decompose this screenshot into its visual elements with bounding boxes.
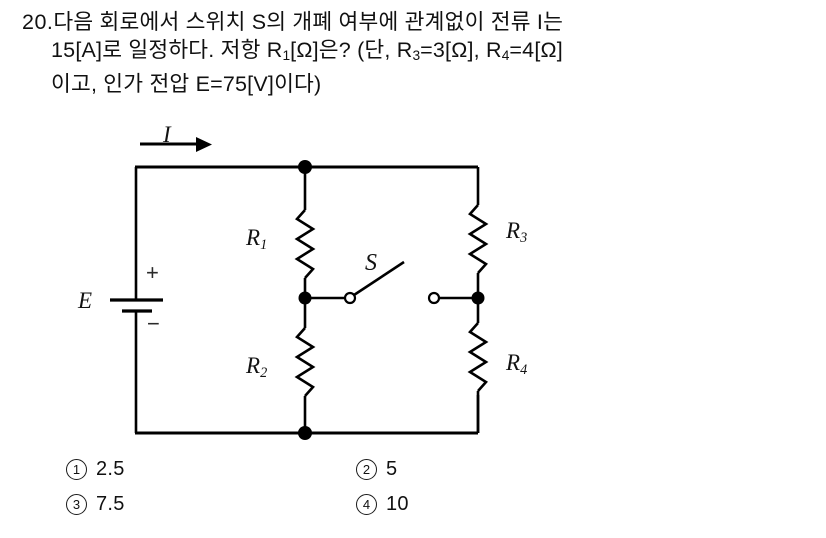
answer-options-row-2: 3 7.5 4 10 — [66, 493, 666, 528]
polarity-plus-label: + — [146, 260, 159, 285]
question-line-1-text: 다음 회로에서 스위치 S의 개폐 여부에 관계없이 전류 I는 — [53, 10, 564, 34]
resistor-label-r4-letter: R — [506, 350, 521, 375]
battery-symbol-icon — [110, 298, 163, 313]
junction-dot-bottom-middle — [298, 426, 312, 440]
resistor-label-r4-subscript: 4 — [520, 361, 528, 378]
switch-left-terminal-icon — [343, 291, 357, 305]
question-line-2-part-a: 15[A]로 일정하다. 저항 R — [51, 38, 283, 62]
resistor-label-r4: R4 — [506, 350, 527, 379]
answer-option-1-marker: 1 — [66, 459, 87, 480]
question-number: 20. — [22, 10, 54, 34]
answer-option-2-text: 5 — [386, 458, 398, 480]
question-line-2-part-d: =4[Ω] — [509, 38, 563, 62]
polarity-minus-label: − — [147, 311, 160, 336]
answer-option-4[interactable]: 4 10 — [356, 493, 409, 516]
answer-option-3-marker: 3 — [66, 494, 87, 515]
resistor-r1-symbol — [294, 209, 316, 279]
resistor-label-r3: R3 — [506, 218, 527, 247]
question-block: 20.다음 회로에서 스위치 S의 개폐 여부에 관계없이 전류 I는 15[A… — [22, 8, 812, 98]
question-line-1: 20.다음 회로에서 스위치 S의 개폐 여부에 관계없이 전류 I는 — [22, 8, 812, 36]
answer-options-row-1: 1 2.5 2 5 — [66, 458, 666, 493]
question-line-2-part-b: [Ω]은? (단, R — [290, 38, 413, 62]
answer-option-1-text: 2.5 — [96, 458, 125, 480]
subscript-r3: 3 — [412, 48, 421, 64]
resistor-r3-symbol — [467, 204, 489, 274]
resistor-label-r2-letter: R — [246, 353, 261, 378]
circuit-schematic-svg — [110, 137, 489, 440]
answer-option-3[interactable]: 3 7.5 — [66, 493, 125, 516]
resistor-label-r3-subscript: 3 — [520, 229, 528, 246]
answer-option-4-text: 10 — [386, 493, 409, 515]
resistor-label-r1: R1 — [246, 225, 267, 254]
answer-option-1[interactable]: 1 2.5 — [66, 458, 125, 481]
resistor-label-r3-letter: R — [506, 218, 521, 243]
junction-dot-middle-right — [471, 291, 485, 305]
answer-option-2[interactable]: 2 5 — [356, 458, 397, 481]
subscript-r1: 1 — [282, 48, 291, 64]
resistor-r2-symbol — [294, 327, 316, 397]
junction-dot-middle-left — [298, 291, 312, 305]
resistor-label-r1-letter: R — [246, 225, 261, 250]
resistor-label-r2: R2 — [246, 353, 267, 382]
switch-label-S: S — [365, 250, 377, 276]
question-line-3: 이고, 인가 전압 E=75[V]이다) — [51, 72, 322, 97]
answer-options: 1 2.5 2 5 3 7.5 4 10 — [66, 458, 666, 528]
answer-option-3-text: 7.5 — [96, 493, 125, 515]
subscript-r4: 4 — [501, 48, 510, 64]
resistor-label-r2-subscript: 2 — [260, 364, 268, 381]
resistor-label-r1-subscript: 1 — [260, 236, 268, 253]
junction-dot-top-middle — [298, 160, 312, 174]
source-label-E: E — [78, 288, 93, 313]
current-arrow-icon — [140, 137, 212, 152]
answer-option-2-marker: 2 — [356, 459, 377, 480]
current-label: I — [163, 122, 171, 147]
resistor-r4-symbol — [467, 322, 489, 392]
question-line-2: 15[A]로 일정하다. 저항 R1[Ω]은? (단, R3=3[Ω], R4=… — [22, 36, 812, 70]
switch-blade-icon — [353, 260, 405, 297]
switch-right-terminal-icon — [427, 291, 441, 305]
answer-option-4-marker: 4 — [356, 494, 377, 515]
question-line-2-part-c: =3[Ω], R — [420, 38, 502, 62]
circuit-diagram: I E + − R1 R2 R3 R4 S — [0, 110, 560, 455]
